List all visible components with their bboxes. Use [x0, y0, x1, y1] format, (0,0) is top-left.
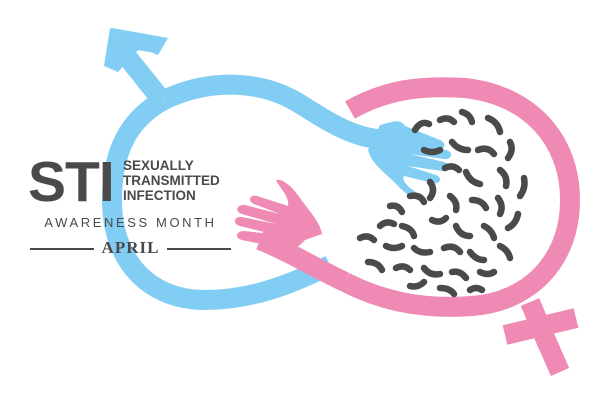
awareness-month-subtitle: AWARENESS MONTH	[44, 215, 217, 230]
month-row: APRIL	[28, 238, 233, 260]
male-symbol-icon	[101, 51, 399, 311]
germ-icon	[356, 108, 528, 298]
sti-acronym: STI	[28, 150, 115, 214]
divider-left	[30, 248, 94, 250]
divider-right	[167, 248, 231, 250]
hand-icon	[368, 121, 452, 201]
sti-line-2: TRANSMITTED	[123, 173, 220, 188]
hand-icon	[234, 179, 322, 250]
sti-line-3: INFECTION	[123, 188, 196, 203]
sti-expansion: SEXUALLY TRANSMITTED INFECTION	[123, 158, 220, 203]
month-label: APRIL	[101, 238, 160, 257]
sti-line-1: SEXUALLY	[123, 158, 194, 173]
title-block: STI SEXUALLY TRANSMITTED INFECTION AWARE…	[28, 152, 233, 262]
